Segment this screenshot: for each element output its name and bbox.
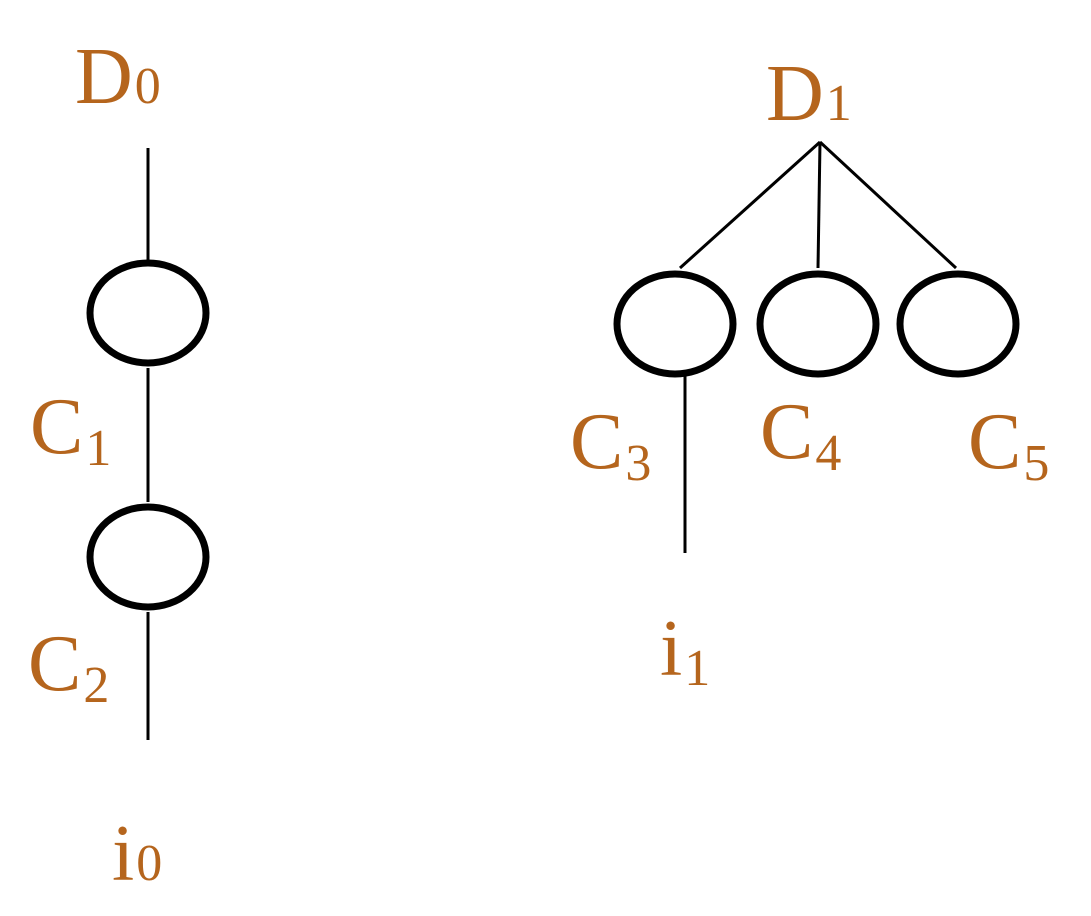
edge-d1-c4 — [816, 141, 822, 269]
label-c3: C3 — [570, 398, 651, 492]
labels: D0 C1 C2 i0 D1 C3 C4 C5 i1 — [28, 33, 1049, 898]
label-d1: D1 — [766, 50, 852, 138]
right-tree — [613, 140, 1020, 553]
node-c2 — [86, 503, 210, 611]
label-c2: C2 — [28, 620, 109, 714]
node-c5 — [896, 270, 1020, 378]
node-c3 — [613, 270, 737, 378]
left-tree — [86, 148, 210, 740]
node-c4 — [756, 270, 880, 378]
edge-d1-c3 — [678, 140, 822, 270]
label-d0: D0 — [75, 33, 161, 121]
label-i0: i0 — [112, 810, 162, 898]
label-c5: C5 — [968, 398, 1049, 492]
label-c1: C1 — [30, 383, 111, 477]
label-c4: C4 — [760, 388, 841, 482]
node-c1 — [86, 259, 210, 367]
label-i1: i1 — [660, 605, 710, 697]
edge-d1-c5 — [818, 140, 958, 270]
